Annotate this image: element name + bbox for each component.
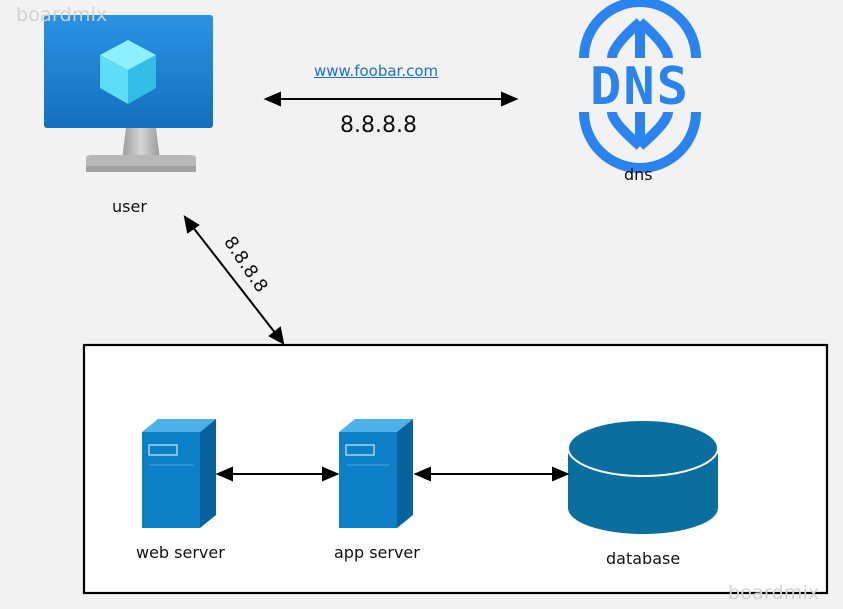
- database-label: database: [606, 549, 681, 568]
- web-server-label: web server: [136, 543, 225, 562]
- watermark-bottom-right: boardmix: [728, 582, 820, 604]
- arrowhead-right: [552, 466, 570, 482]
- arrowhead-left: [413, 466, 431, 482]
- user-label: user: [112, 197, 147, 216]
- web-server-icon: [142, 419, 216, 528]
- arrowhead-down: [268, 326, 285, 345]
- app-server-icon: [339, 419, 413, 528]
- database-icon: [567, 419, 719, 534]
- ip-label-horizontal: 8.8.8.8: [340, 113, 417, 138]
- dns-icon-text: DNS: [590, 57, 690, 117]
- watermark-top-left: boardmix: [16, 4, 108, 26]
- arrowhead-left: [263, 91, 281, 107]
- arrowhead-left: [215, 466, 233, 482]
- edge-user-cluster: [191, 225, 277, 335]
- app-server-label: app server: [334, 543, 420, 562]
- domain-link[interactable]: www.foobar.com: [314, 62, 439, 80]
- monitor-icon: [44, 15, 213, 172]
- edges: [183, 91, 570, 482]
- dns-globe-icon: [579, 0, 701, 173]
- arrowhead-right: [322, 466, 340, 482]
- dns-label: dns: [624, 165, 653, 184]
- arrowhead-up: [183, 214, 200, 234]
- arrowhead-right: [501, 91, 519, 107]
